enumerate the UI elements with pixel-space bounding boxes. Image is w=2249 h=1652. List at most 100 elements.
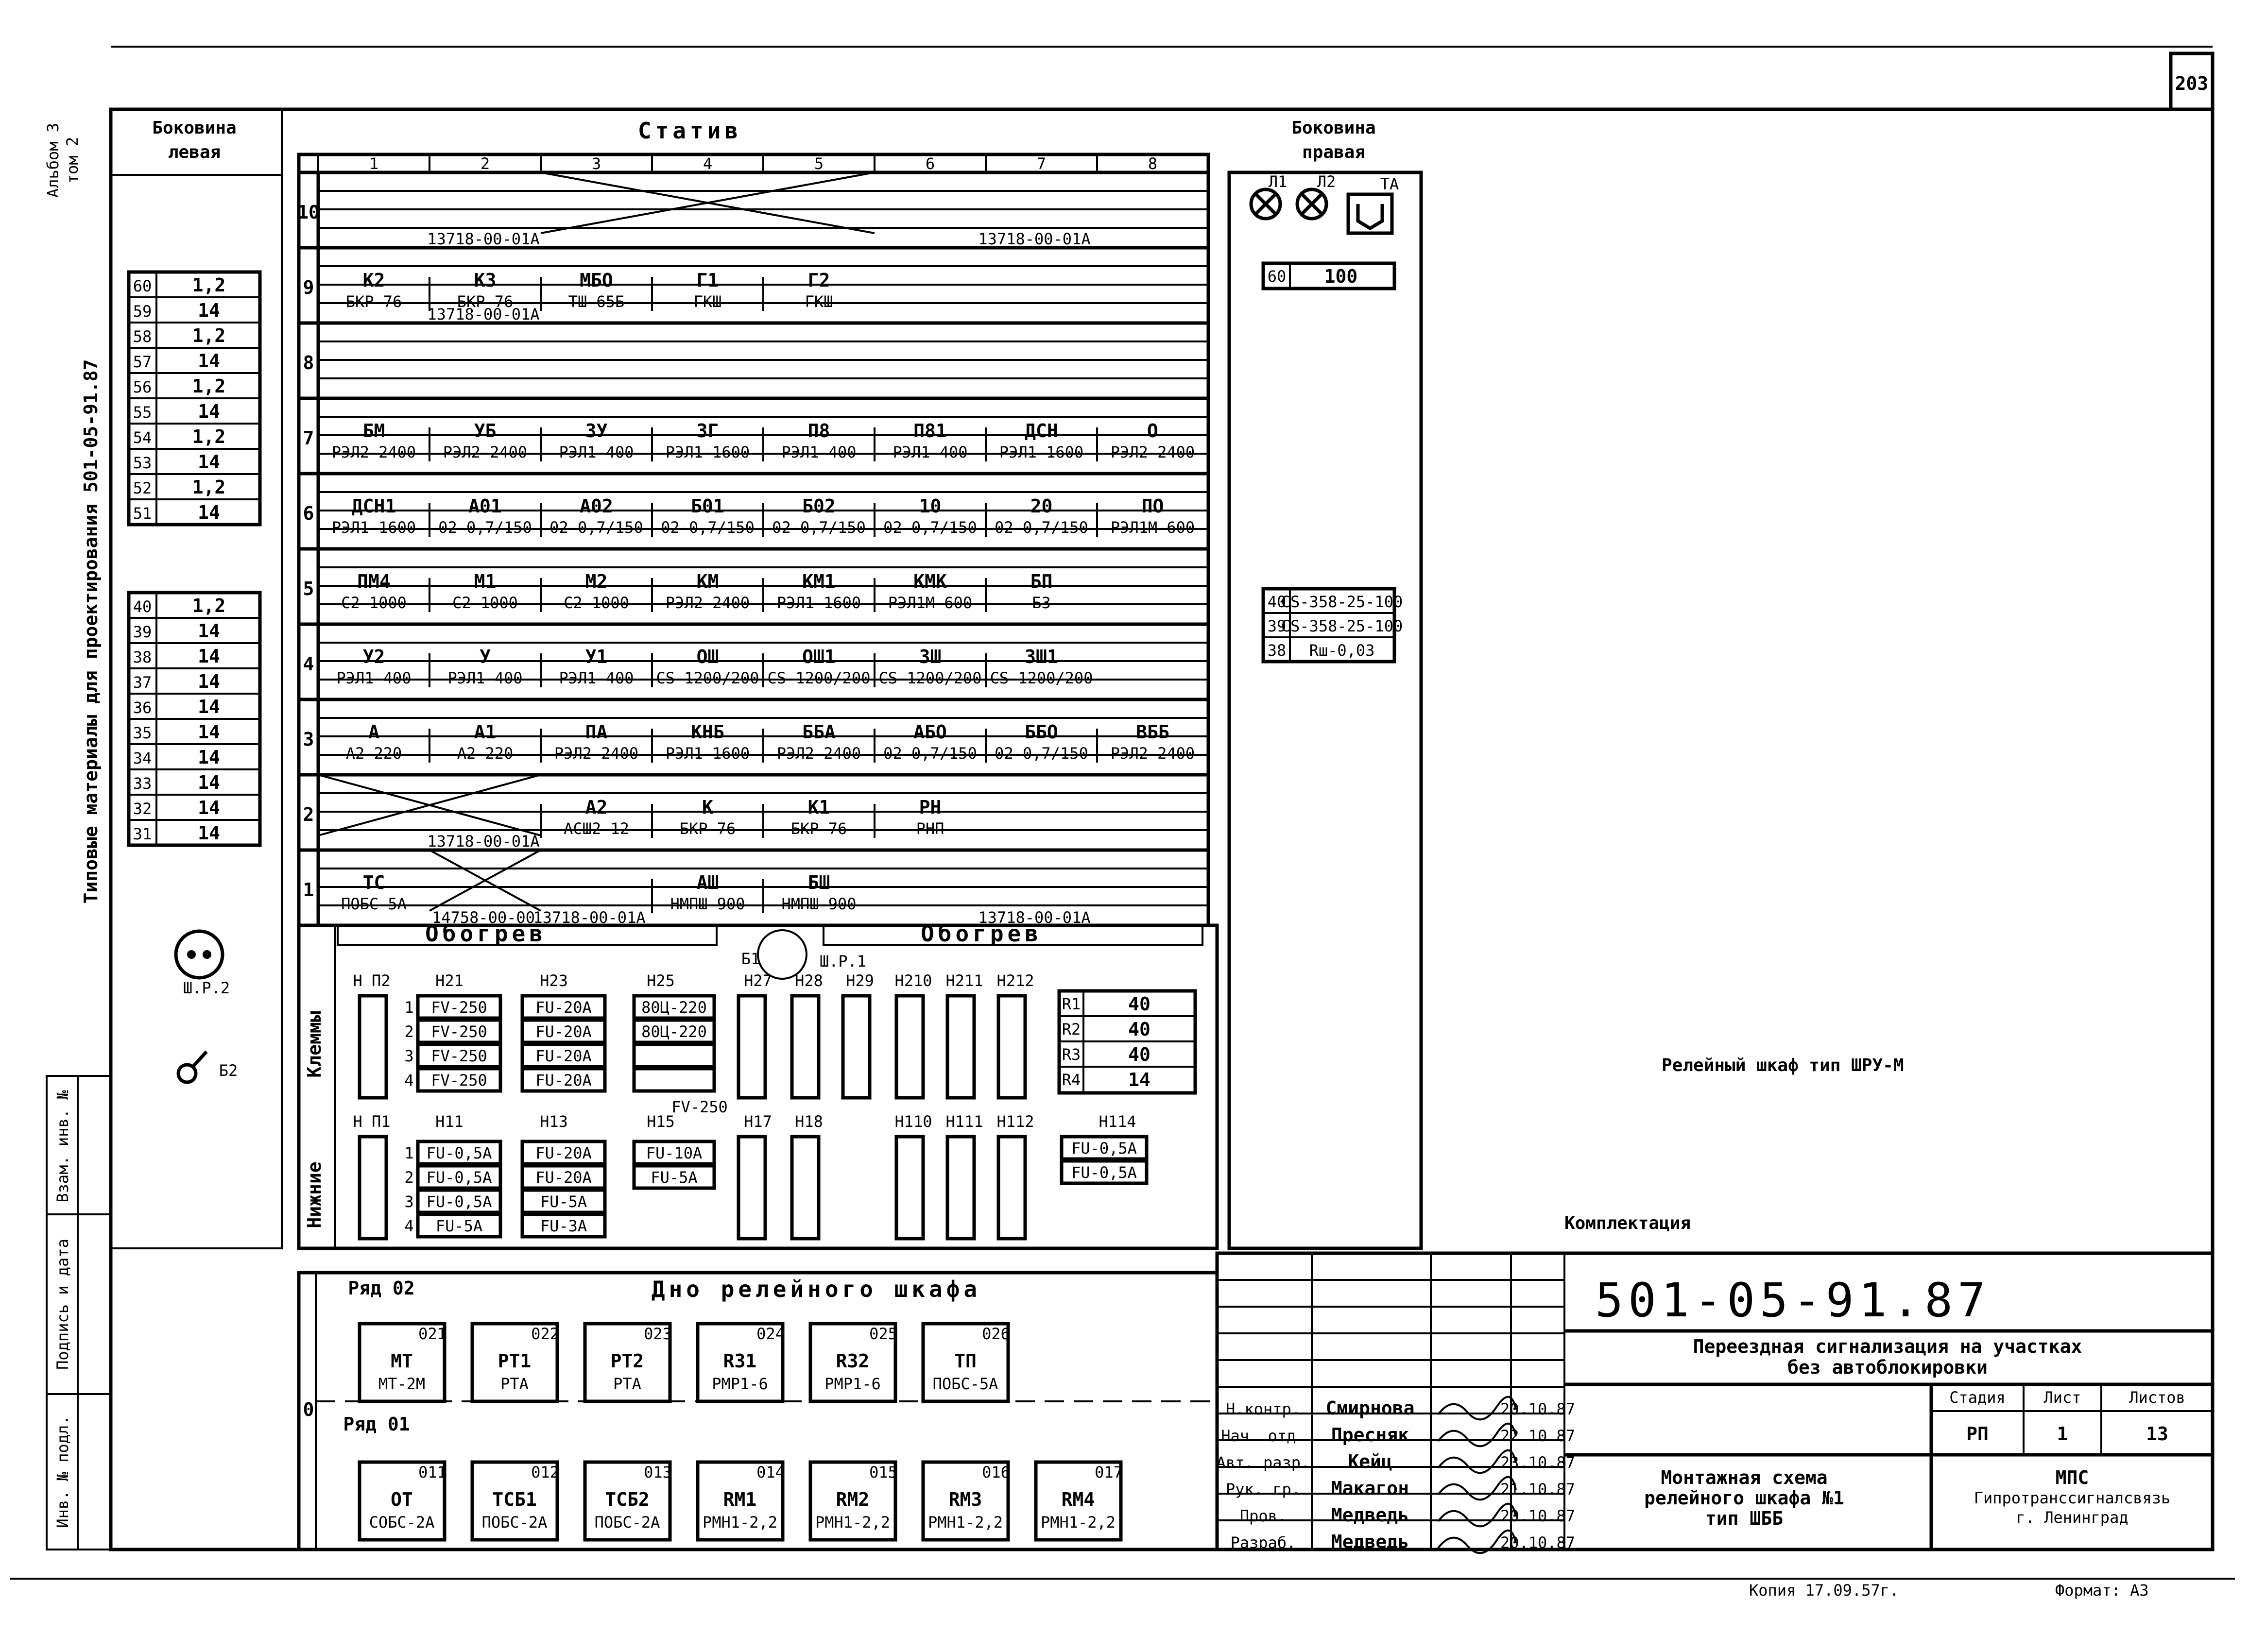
bottom-unit <box>470 1460 559 1542</box>
relay-type: С2-1000 <box>564 594 629 612</box>
relay-name: УБ <box>474 420 497 442</box>
terminals-label: Клеммы <box>304 1011 325 1077</box>
sheet-number: 203 <box>2175 73 2209 94</box>
resistor-name: R3 <box>1062 1045 1081 1064</box>
organization-line: МПС <box>2056 1467 2089 1488</box>
relay-name: ББА <box>802 721 836 743</box>
relay-name: У1 <box>585 646 608 667</box>
lamp-label: Б2 <box>219 1061 238 1080</box>
fuse-box <box>1060 1135 1149 1161</box>
unit-type: ПОБС-2А <box>482 1513 548 1532</box>
unit-type: РТА <box>500 1375 529 1393</box>
terminal-value: 1,2 <box>192 375 226 397</box>
terminal-block <box>737 1135 767 1241</box>
relay-type: 02-0,7/150 <box>995 518 1088 537</box>
unit-name: RМ2 <box>836 1489 870 1510</box>
sign-date: 20.10.87 <box>1500 1507 1575 1525</box>
relay-type: РЭЛ1М-600 <box>888 594 972 612</box>
role-label: Пров. <box>1240 1507 1287 1525</box>
terminal-number: 57 <box>133 353 152 371</box>
right-side-title: Боковина <box>1291 118 1375 138</box>
fuse-position: 1 <box>404 1144 413 1162</box>
relay-name: ПО <box>1142 495 1164 517</box>
terminal-header: Н212 <box>996 971 1034 990</box>
relay-name: П8 <box>808 420 830 442</box>
relay-type: РЭЛ1М-600 <box>1111 518 1195 537</box>
unit-number: 023 <box>644 1325 672 1343</box>
terminal-value: 14 <box>198 772 220 793</box>
column-number: 2 <box>481 154 490 173</box>
terminal-number: 54 <box>133 428 152 447</box>
terminal-header: Н15 <box>647 1112 675 1131</box>
relay-name: КМ <box>697 571 719 592</box>
relay-name: РН <box>919 797 942 818</box>
column-number: 7 <box>1037 154 1046 173</box>
terminal-value: 14 <box>198 350 220 372</box>
terminal-number: 60 <box>1268 267 1287 286</box>
terminal-block <box>790 1135 821 1241</box>
bottom-unit <box>1034 1460 1123 1542</box>
relay-type: СS-1200/200 <box>656 669 759 687</box>
relay-type: РЭЛ2-2400 <box>666 594 750 612</box>
bottom-unit <box>921 1322 1010 1403</box>
fuse-label: FU-0,5А <box>427 1168 492 1187</box>
copy-note: Копия 17.09.57г. <box>1749 1581 1899 1600</box>
relay-type: АСШ2-12 <box>564 819 629 838</box>
relay-type: РЭЛ2-2400 <box>443 443 527 461</box>
unit-type: СОБС-2А <box>369 1513 435 1532</box>
fuse-box <box>416 994 502 1020</box>
fuse-position: 2 <box>404 1022 413 1041</box>
fuse-box <box>632 994 716 1020</box>
relay-name: К3 <box>474 270 497 291</box>
fuse-label: FU-10А <box>646 1144 703 1162</box>
relay-type: ГКШ <box>805 292 833 311</box>
relay-type: РЭЛ1-400 <box>893 443 967 461</box>
role-label: Рук. гр. <box>1226 1480 1301 1499</box>
relay-name: КМ1 <box>802 571 836 592</box>
terminal-header: Н110 <box>894 1112 932 1131</box>
resistor-value: 14 <box>1128 1069 1150 1090</box>
bottom-unit <box>808 1460 897 1542</box>
unit-name: РТ2 <box>611 1350 644 1372</box>
relay-type: НМПШ-900 <box>670 895 745 913</box>
unit-number: 013 <box>644 1463 672 1482</box>
handwritten-signature <box>1437 1396 1517 1421</box>
fuse-box <box>1060 1159 1149 1185</box>
relay-type: РЭЛ2-2400 <box>1111 443 1195 461</box>
right-terminals-lower <box>1261 587 1396 664</box>
terminal-number: 31 <box>133 825 152 843</box>
sign-date: 20.10.87 <box>1500 1400 1575 1418</box>
resistor-value: 40 <box>1128 1019 1150 1040</box>
stage-header: Стадия <box>1949 1388 2006 1407</box>
relay-name: У <box>480 646 491 667</box>
socket-icon <box>757 929 807 980</box>
unit-name: RМ1 <box>723 1489 757 1510</box>
stage-value: РП <box>1966 1423 1989 1445</box>
terminal-number: 40 <box>1268 593 1287 611</box>
row-number: 8 <box>303 352 314 374</box>
unit-type: РМН1-2,2 <box>928 1513 1003 1532</box>
terminal-value: 14 <box>198 822 220 844</box>
relay-type: 02-0,7/150 <box>549 518 643 537</box>
relay-name: ББО <box>1025 721 1058 743</box>
relay-type: РЭЛ1-400 <box>559 443 634 461</box>
terminal-value: 14 <box>198 646 220 667</box>
relay-name: БМ <box>363 420 385 442</box>
person-name: Медведь <box>1331 1504 1409 1526</box>
fuse-box <box>520 1018 607 1044</box>
fuse-box <box>520 1140 607 1166</box>
column-number: 5 <box>814 154 824 173</box>
drawing-title-line: релейного шкафа №1 <box>1644 1487 1844 1509</box>
left-side-subtitle: левая <box>168 142 221 162</box>
terminal-header: Н17 <box>744 1112 772 1131</box>
unit-type: ПОБС-5А <box>933 1375 998 1393</box>
fuse-position: 4 <box>404 1071 413 1090</box>
unit-type: РМН1-2,2 <box>1041 1513 1116 1532</box>
left-side-frame <box>110 108 283 1249</box>
person-name: Макагон <box>1331 1478 1409 1499</box>
relay-name: Б01 <box>691 495 724 517</box>
row-number: 4 <box>303 653 314 675</box>
fuse-label: FU-20А <box>535 1047 592 1065</box>
